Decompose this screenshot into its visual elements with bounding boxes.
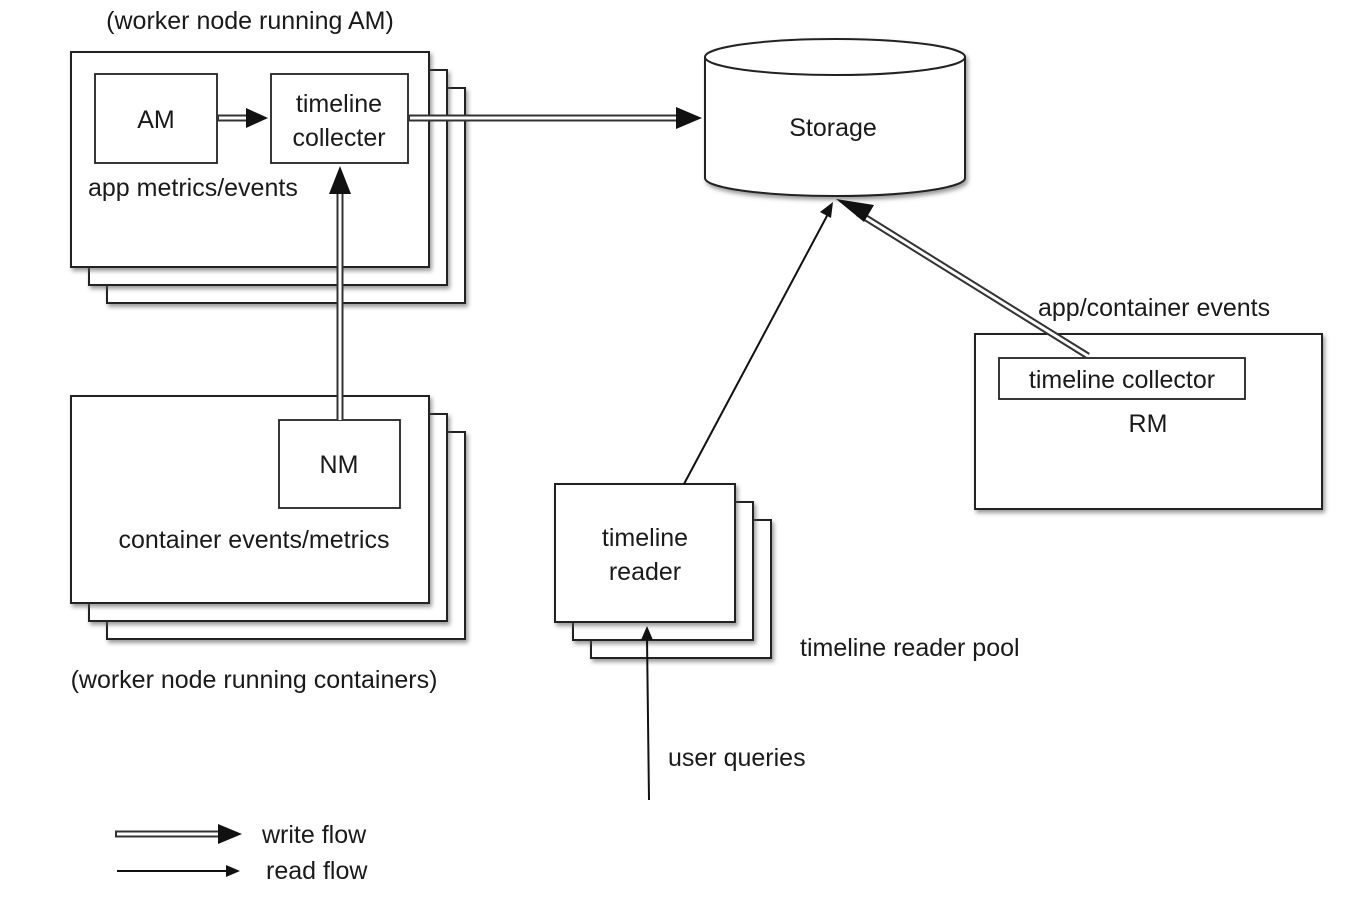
am-box: AM: [94, 73, 218, 164]
nm-box: NM: [278, 419, 401, 509]
rm-label: RM: [1129, 410, 1168, 438]
nm-label: NM: [320, 451, 359, 479]
timeline-collecter-label-line1: timeline: [296, 90, 382, 118]
storage-label: Storage: [789, 114, 877, 142]
am-label: AM: [137, 106, 175, 134]
app-container-events-label: app/container events: [1038, 294, 1270, 322]
container-worker-node-stack: [70, 395, 466, 640]
write-flow-collecter-to-storage: [408, 107, 702, 129]
legend: write flow read flow: [115, 821, 368, 885]
reader-pool-label: timeline reader pool: [800, 634, 1020, 662]
timeline-reader-label-line2: reader: [609, 558, 681, 586]
legend-read-flow-label: read flow: [266, 857, 368, 885]
legend-read-flow-arrow: [117, 865, 240, 877]
app-metrics-label: app metrics/events: [88, 174, 298, 202]
am-node-title: (worker node running AM): [106, 7, 394, 35]
container-events-label: container events/metrics: [119, 526, 390, 554]
container-node-title: (worker node running containers): [71, 666, 438, 694]
rm-collector-label: timeline collector: [1029, 366, 1215, 394]
timeline-reader-label-line1: timeline: [602, 524, 688, 552]
user-queries-label: user queries: [668, 744, 806, 772]
read-flow-user-queries: [641, 626, 653, 801]
write-flow-nm-to-collecter: [329, 166, 351, 420]
legend-write-flow-label: write flow: [261, 821, 367, 849]
write-flow-am-to-collecter: [217, 108, 268, 128]
timeline-collecter-label-line2: collecter: [292, 124, 385, 152]
write-flow-rm-to-storage: [836, 199, 1090, 359]
read-flow-reader-to-storage: [683, 202, 833, 485]
timeline-reader-stack: [554, 483, 772, 659]
rm-box: timeline collector RM: [974, 333, 1323, 510]
legend-write-flow-arrow: [115, 824, 242, 844]
timeline-collecter-box: timeline collecter: [270, 73, 409, 164]
storage-cylinder: [704, 38, 966, 197]
